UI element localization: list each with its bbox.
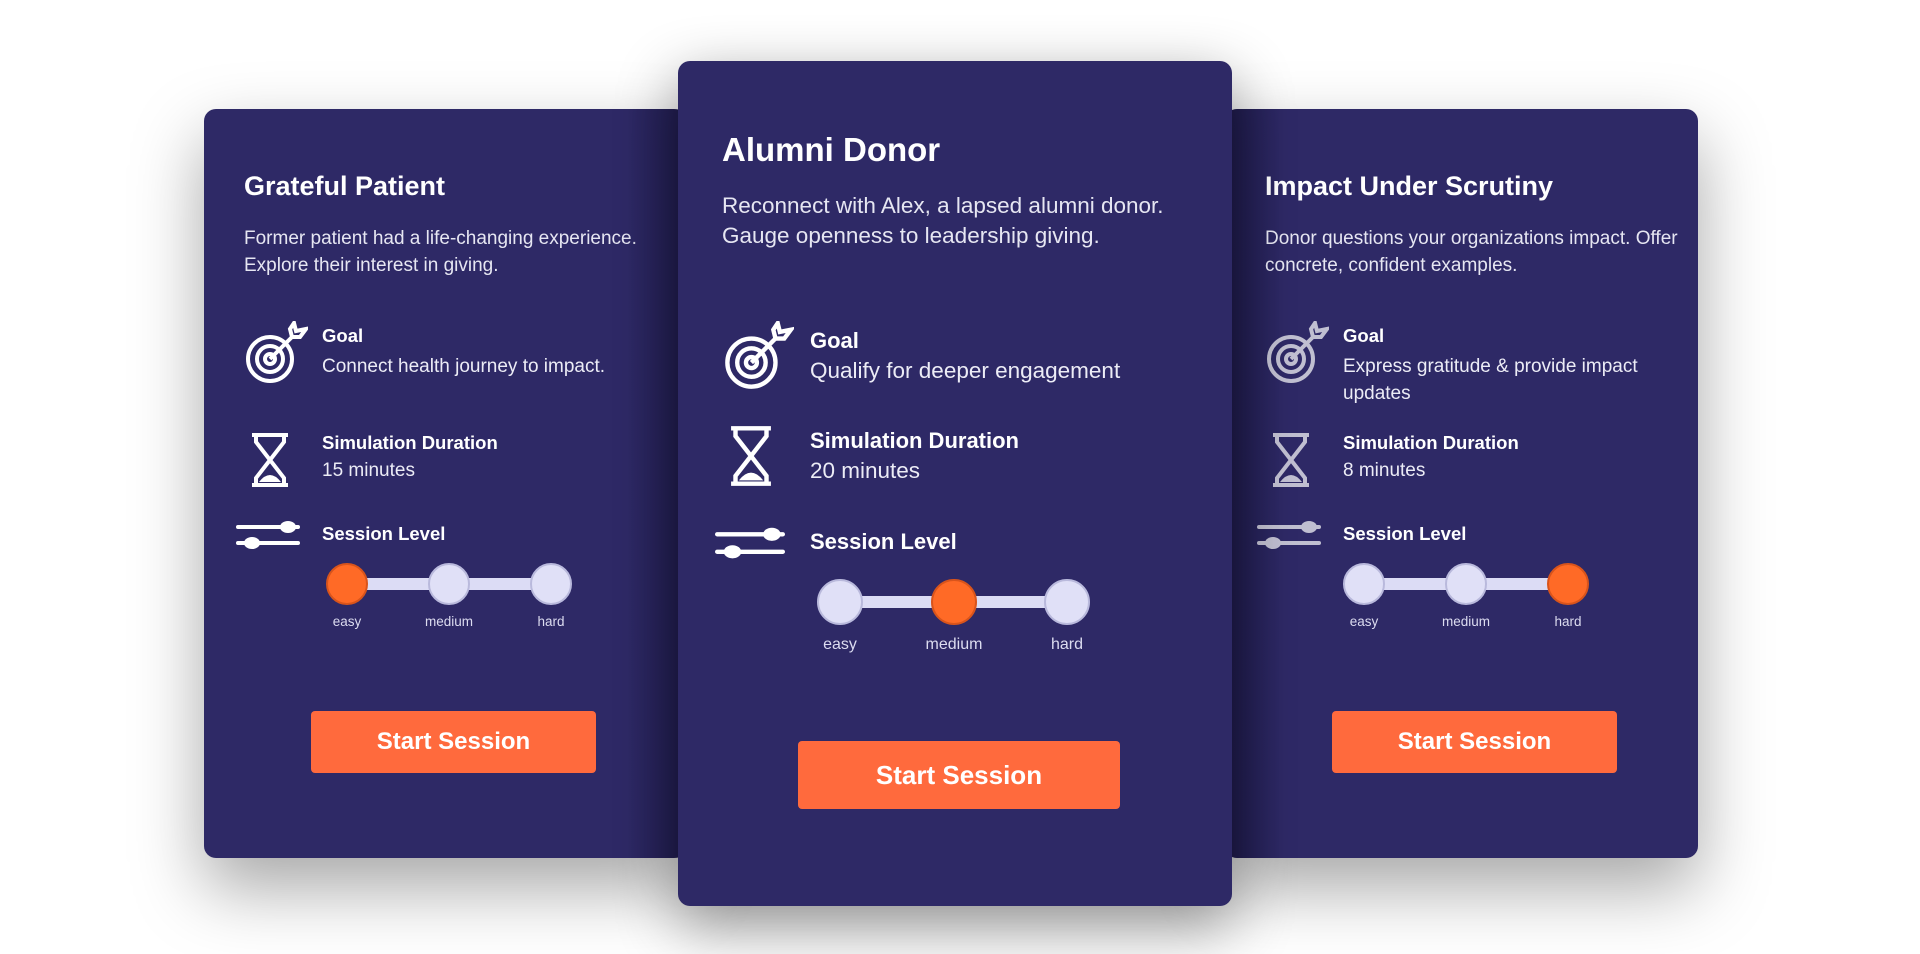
level-label-easy: easy — [823, 636, 857, 653]
level-option-hard[interactable] — [1547, 563, 1589, 605]
level-option-medium[interactable] — [931, 579, 977, 625]
start-session-button[interactable]: Start Session — [1332, 711, 1617, 773]
level-label-hard: hard — [1554, 614, 1582, 629]
sliders-icon — [1257, 521, 1321, 549]
goal-value: Express gratitude & provide impact updat… — [1343, 356, 1638, 404]
duration-label: Simulation Duration — [322, 432, 498, 453]
hourglass-icon — [1273, 433, 1309, 487]
goal-label: Goal — [810, 328, 859, 353]
level-label-medium: medium — [925, 636, 983, 653]
level-option-medium[interactable] — [1445, 563, 1487, 605]
duration-label: Simulation Duration — [1343, 432, 1519, 453]
goal-label: Goal — [1343, 325, 1385, 346]
scenario-card-alumni-donor: Alumni Donor Reconnect with Alex, a laps… — [678, 61, 1232, 906]
sliders-icon — [715, 527, 785, 559]
duration-value: 8 minutes — [1343, 460, 1426, 481]
hourglass-icon — [731, 426, 771, 486]
card-description: Reconnect with Alex, a lapsed alumni don… — [722, 193, 1164, 248]
goal-label: Goal — [322, 325, 364, 346]
level-option-easy[interactable] — [1343, 563, 1385, 605]
card-title: Alumni Donor — [722, 131, 941, 168]
level-label-medium: medium — [1441, 614, 1491, 629]
duration-value: 15 minutes — [322, 460, 415, 481]
card-description: Donor questions your organizations impac… — [1265, 228, 1678, 276]
start-session-button[interactable]: Start Session — [311, 711, 596, 773]
level-label-easy: easy — [1349, 614, 1379, 629]
session-level-label: Session Level — [1343, 523, 1467, 544]
scenario-card-impact-under-scrutiny: Impact Under Scrutiny Donor questions yo… — [1225, 109, 1698, 858]
target-icon — [246, 321, 308, 383]
level-label-hard: hard — [537, 614, 565, 629]
goal-value: Connect health journey to impact. — [322, 356, 606, 377]
level-label-medium: medium — [424, 614, 474, 629]
level-option-easy[interactable] — [326, 563, 368, 605]
card-title: Impact Under Scrutiny — [1265, 171, 1554, 201]
goal-value: Qualify for deeper engagement — [810, 358, 1121, 383]
session-level-label: Session Level — [322, 523, 446, 544]
target-icon — [1267, 321, 1329, 383]
level-option-easy[interactable] — [817, 579, 863, 625]
target-icon — [725, 321, 794, 389]
level-option-hard[interactable] — [530, 563, 572, 605]
level-label-easy: easy — [332, 614, 362, 629]
level-option-hard[interactable] — [1044, 579, 1090, 625]
scenario-card-grateful-patient: Grateful Patient Former patient had a li… — [204, 109, 686, 858]
level-label-hard: hard — [1050, 636, 1084, 653]
level-option-medium[interactable] — [428, 563, 470, 605]
sliders-icon — [236, 521, 300, 549]
duration-value: 20 minutes — [810, 458, 921, 483]
duration-label: Simulation Duration — [810, 428, 1019, 453]
card-description: Former patient had a life-changing exper… — [244, 228, 637, 276]
session-level-label: Session Level — [810, 529, 957, 554]
hourglass-icon — [252, 433, 288, 487]
start-session-button[interactable]: Start Session — [798, 741, 1120, 809]
card-title: Grateful Patient — [244, 171, 446, 201]
